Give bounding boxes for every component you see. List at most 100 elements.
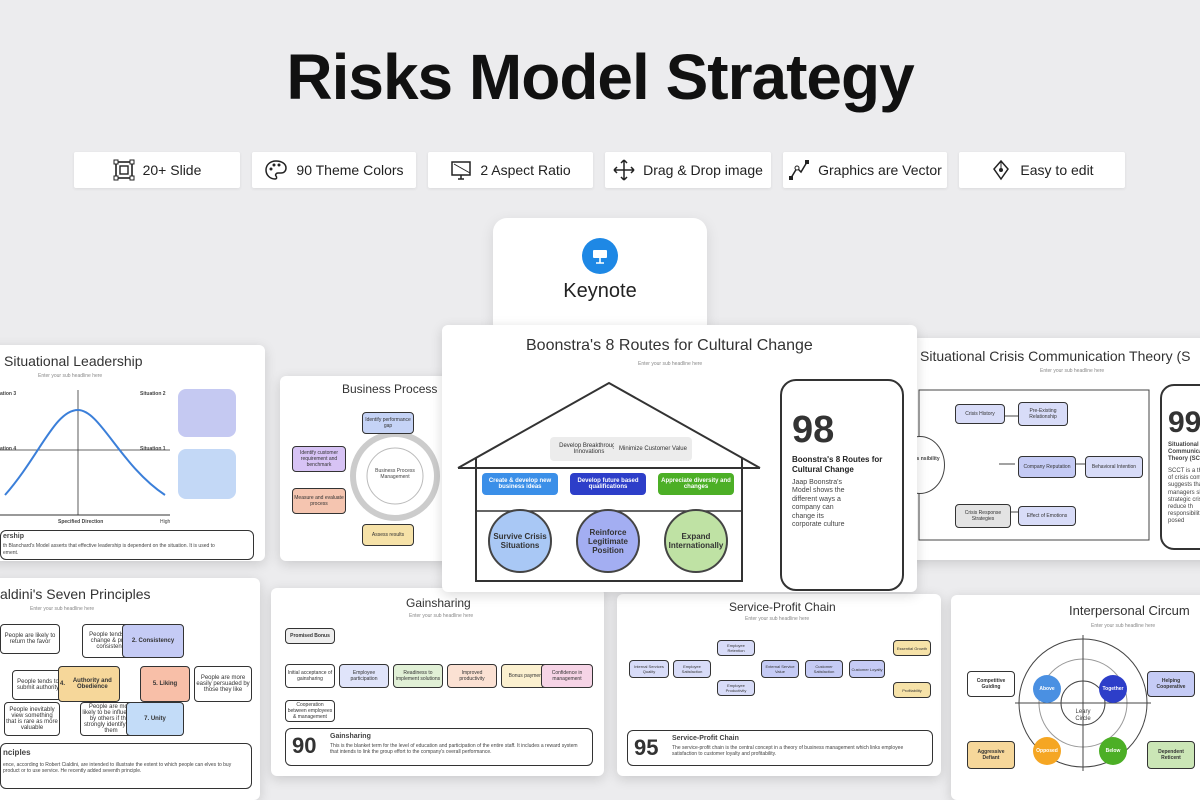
slide-subtitle: Enter your sub headline here (38, 373, 103, 379)
feature-label: Easy to edit (1020, 162, 1094, 178)
feature-aspect: 2 Aspect Ratio (428, 152, 593, 188)
promised-bonus: Promised Bonus (285, 628, 335, 644)
summary-body: th Blanchard's Model asserts that effect… (3, 543, 215, 549)
summary-box: ership th Blanchard's Model asserts that… (0, 530, 254, 560)
service-node: Employee Satisfaction (673, 660, 711, 678)
summary-body: ence, according to Robert Cialdini, are … (3, 762, 232, 774)
x-axis-label: Specified Direction (58, 519, 104, 525)
slide-interpersonal[interactable]: Interpersonal Circum Enter your sub head… (951, 595, 1200, 800)
feature-label: 20+ Slide (142, 162, 202, 178)
page-title: Risks Model Strategy (286, 41, 914, 113)
slide-title: Boonstra's 8 Routes for Cultural Change (526, 337, 813, 354)
strategy-bar-green: Appreciate diversity and changes (658, 473, 734, 495)
principle-label: Authority and Obedience (72, 678, 112, 690)
feature-vector: Graphics are Vector (783, 152, 947, 188)
feature-label: Drag & Drop image (643, 162, 763, 178)
slide-scct[interactable]: Situational Crisis Communication Theory … (905, 338, 1200, 560)
service-node: Customer Satisfaction (805, 660, 843, 678)
side-number: 98 (792, 409, 835, 451)
scct-node: Crisis History (955, 404, 1005, 424)
service-node: Profitability (893, 682, 931, 698)
outer-node: Dependent Reticent (1147, 741, 1195, 769)
principle-label: Liking (159, 681, 178, 687)
inner-node: Above (1033, 675, 1061, 703)
feature-label: 90 Theme Colors (296, 162, 404, 178)
strategy-bar-indigo: Develop future based qualifications (570, 473, 646, 495)
summary-box: 95 Service-Profit Chain The service-prof… (627, 730, 933, 766)
summary-heading: nciples (3, 748, 31, 757)
responsibility-label: isis nsibility (911, 456, 940, 462)
palette-icon (265, 160, 288, 180)
principle-consistency: 2. Consistency (122, 624, 184, 658)
slides-icon (113, 159, 135, 181)
route-circle: Reinforce Legitimate Position (576, 509, 640, 573)
slide-subtitle: Enter your sub headline here (1040, 368, 1105, 374)
side-number: 99 (1168, 406, 1200, 439)
leadership-curve (0, 390, 170, 516)
process-node: Assess results (362, 524, 414, 546)
scct-node: Behavioral Intention (1085, 456, 1143, 478)
principle-label: Consistency (138, 638, 175, 644)
principle-liking: 5. Liking (140, 666, 190, 702)
principle-authority: 4. Authority and Obedience (58, 666, 120, 702)
gain-step: Confidence in management (541, 664, 593, 688)
principle-box: People inevitably view something that is… (4, 702, 60, 736)
slide-cialdini[interactable]: aldini's Seven Principles Enter your sub… (0, 578, 260, 800)
service-node: Employee Retention (717, 640, 755, 656)
principle-box: People tends to submit authority (12, 670, 64, 700)
feature-drag: Drag & Drop image (605, 152, 771, 188)
slide-situational-leadership[interactable]: Situational Leadership Enter your sub he… (0, 345, 265, 561)
process-node: Identify customer requirement and benchm… (292, 446, 346, 472)
side-title: Boonstra's 8 Routes for Cultural Change (792, 455, 883, 474)
summary-heading: Service-Profit Chain (672, 735, 739, 742)
feature-bar: 20+ Slide 90 Theme Colors 2 Aspect Ratio… (74, 152, 1125, 188)
summary-body: The service-profit chain is the central … (672, 745, 904, 757)
scct-node: Effect of Emotions (1018, 506, 1076, 526)
x-axis-high: High (160, 519, 171, 525)
slide-title: Business Process (342, 382, 438, 396)
summary-body: This is the blanket term for the level o… (330, 743, 578, 755)
process-cycle (350, 431, 440, 521)
scct-node: Pre-Existing Relationship (1018, 402, 1068, 426)
process-center: Business Process Management (375, 468, 415, 480)
route-circle: Survive Crisis Situations (488, 509, 552, 573)
gain-step: Improved productivity (447, 664, 497, 688)
situation-4-label: ation 4 (0, 446, 17, 452)
inner-node: Opposed (1033, 737, 1061, 765)
vector-icon (789, 160, 810, 180)
slide-business-process[interactable]: Business Process Business Process Manage… (280, 376, 455, 561)
scct-node: Company Reputation (1018, 456, 1076, 478)
slide-title: Situational Leadership (4, 353, 143, 369)
slide-subtitle: Enter your sub headline here (30, 606, 95, 612)
feature-edit: Easy to edit (959, 152, 1125, 188)
keynote-label: Keynote (563, 280, 637, 302)
gain-step: Employee participation (339, 664, 389, 688)
outer-node: Aggressive Defiant (967, 741, 1015, 769)
side-body: SCCT is a theory of crisis com suggests … (1168, 468, 1200, 525)
pen-icon (993, 159, 1010, 181)
slide-service-profit[interactable]: Service-Profit Chain Enter your sub head… (617, 594, 941, 776)
inner-node: Below (1099, 737, 1127, 765)
slide-title: Interpersonal Circum (1069, 603, 1190, 618)
service-node: Essential Growth (893, 640, 931, 656)
roof-item: Minimize Customer Value (614, 437, 692, 461)
feature-colors: 90 Theme Colors (252, 152, 416, 188)
slide-gainsharing[interactable]: Gainsharing Enter your sub headline here… (271, 588, 604, 776)
summary-box: 90 Gainsharing This is the blanket term … (285, 728, 593, 766)
circumplex-rings (1015, 635, 1151, 771)
process-node: Identify performance gap (362, 412, 414, 434)
service-node: Employee Productivity (717, 680, 755, 696)
situation-2-label: Situation 2 (140, 391, 166, 397)
slide-title: Situational Crisis Communication Theory … (920, 348, 1191, 364)
situation-1-note (178, 449, 236, 499)
scct-node: Crisis Response Strategies (955, 504, 1011, 528)
slide-boonstra[interactable]: Boonstra's 8 Routes for Cultural Change … (442, 325, 917, 592)
principle-num: 7. (144, 716, 150, 722)
principle-unity: 7. Unity (126, 702, 184, 736)
principle-num: 4. (60, 681, 66, 687)
principle-num: 5. (152, 681, 158, 687)
strategy-bar-blue: Create & develop new business ideas (482, 473, 558, 495)
slide-subtitle: Enter your sub headline here (1091, 623, 1156, 629)
monitor-icon (451, 161, 472, 180)
side-title: Situational Crisis Communication Theory … (1168, 442, 1200, 463)
